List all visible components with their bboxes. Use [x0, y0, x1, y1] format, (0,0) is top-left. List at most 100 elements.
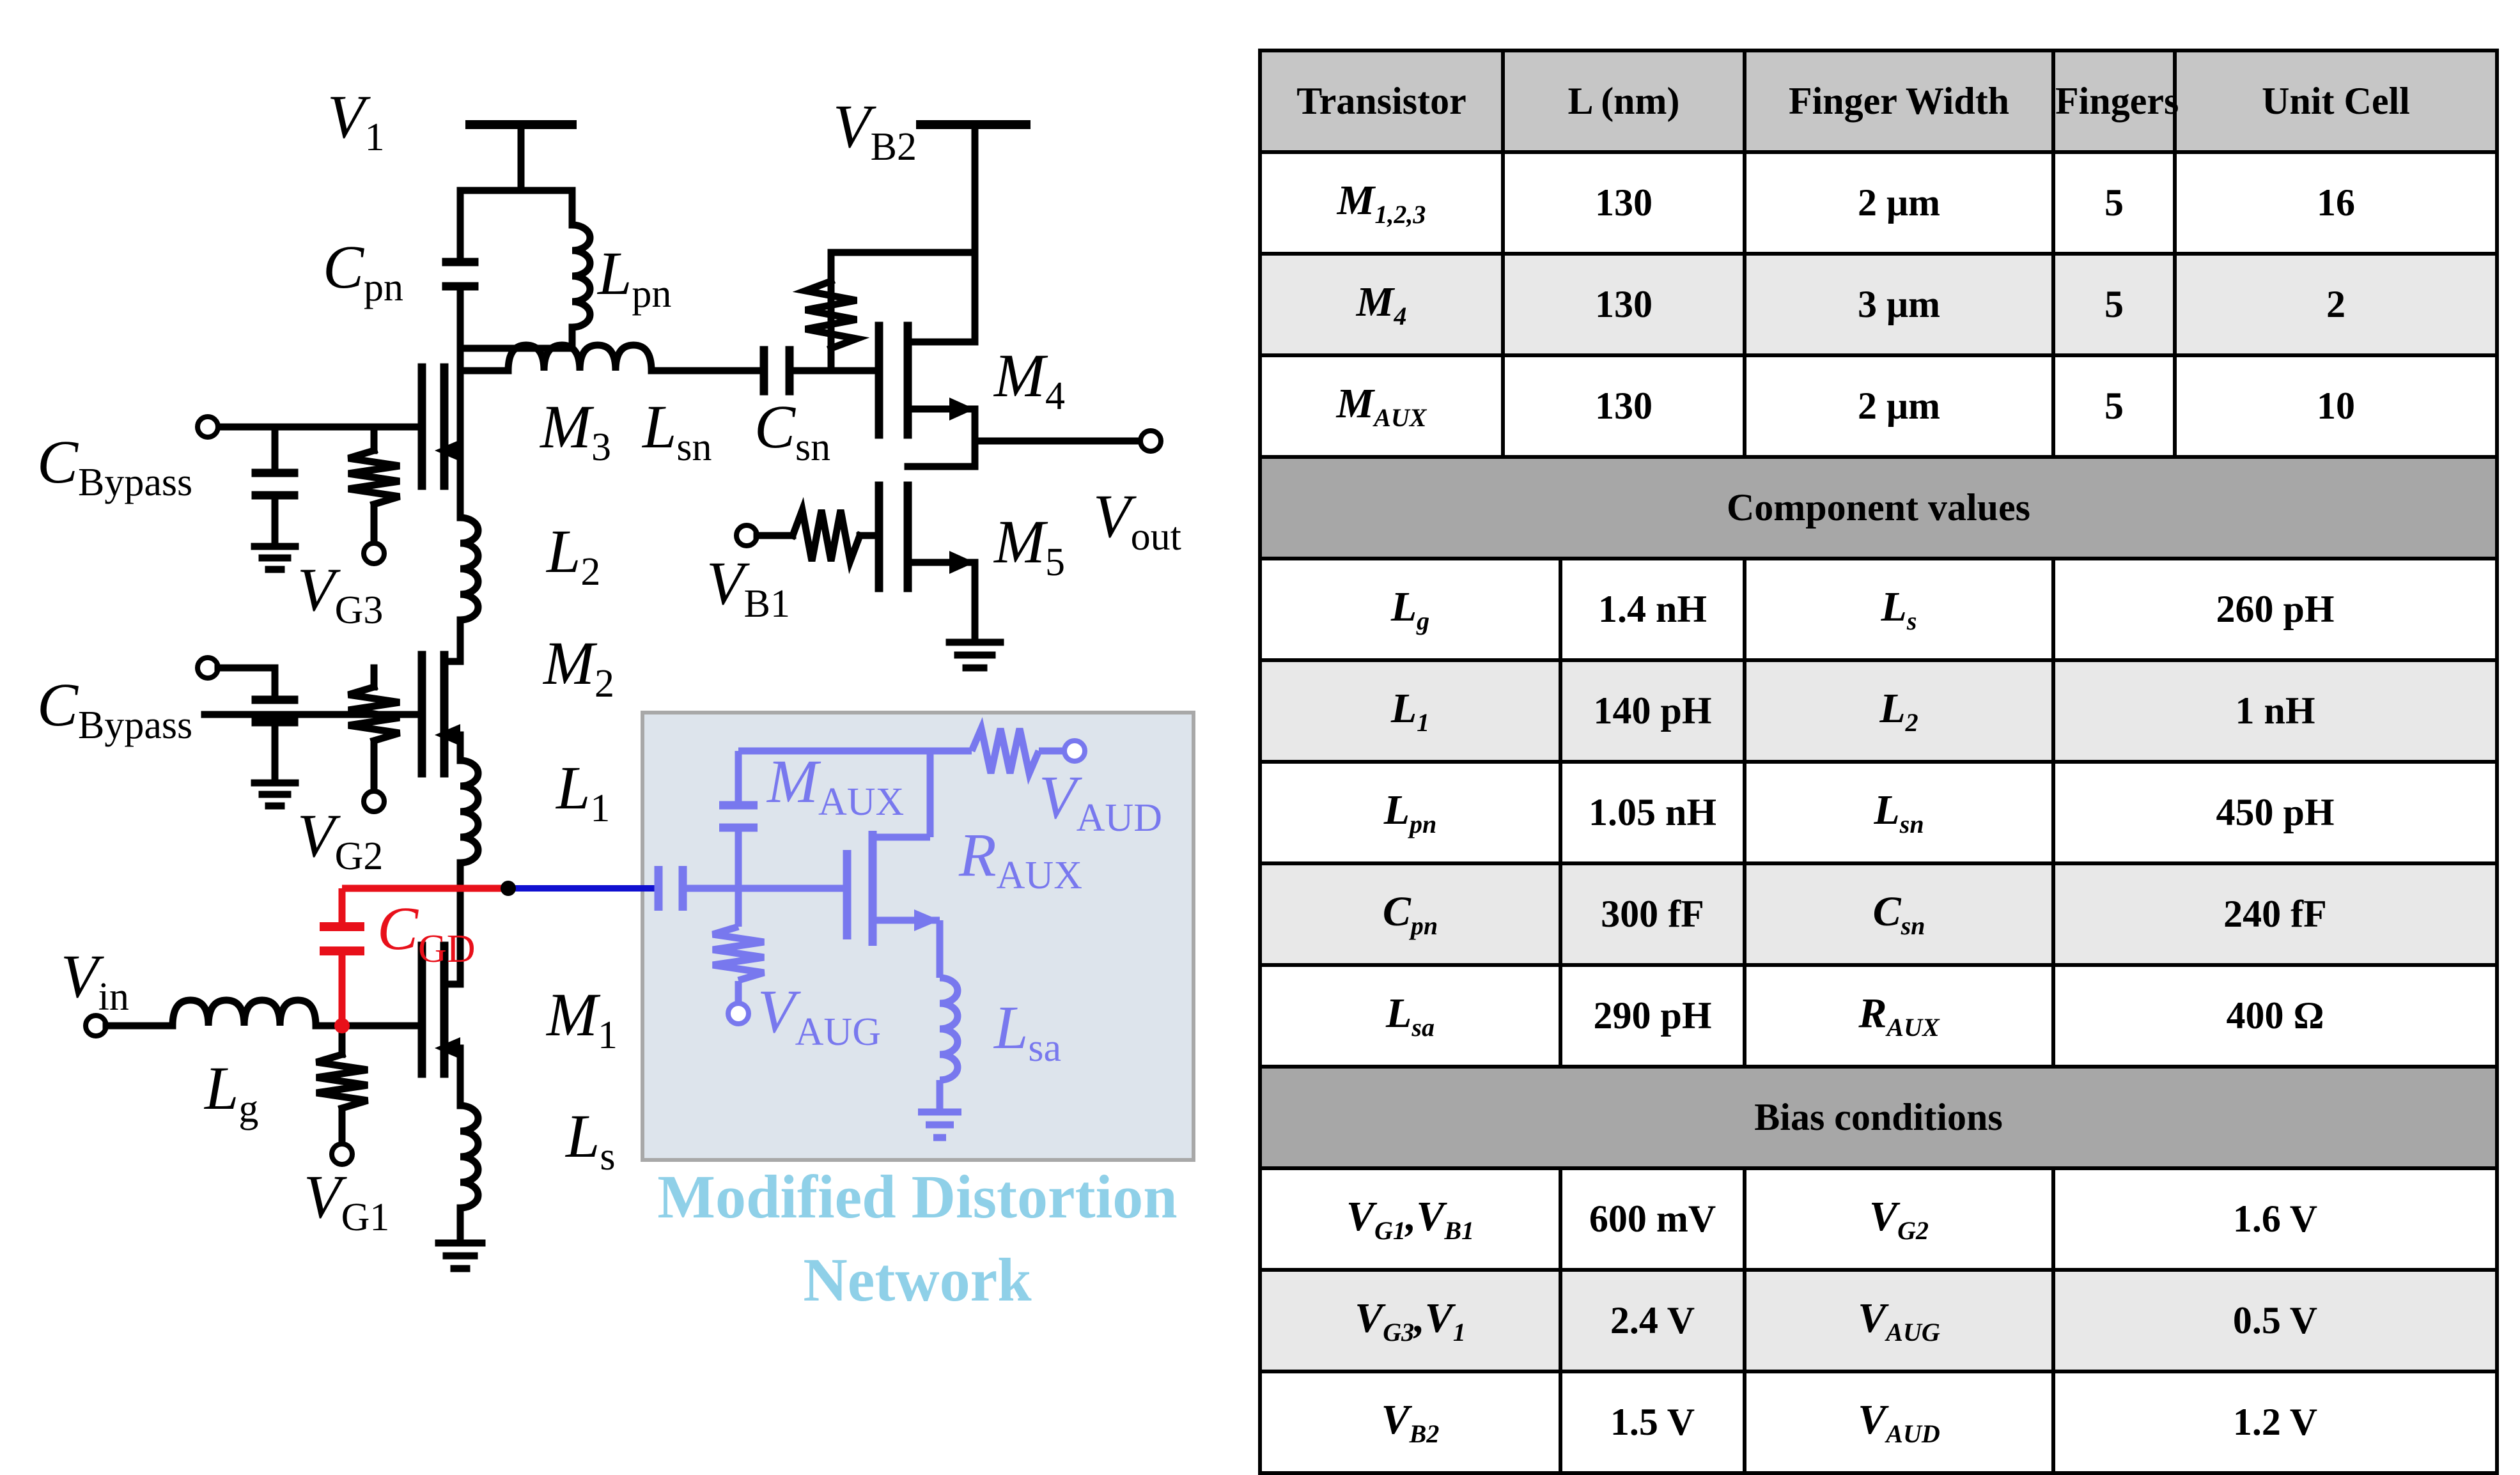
- transistor-row: M4 130 3 μm 5 2: [1258, 252, 2499, 357]
- header-cell: Unit Cell: [2173, 49, 2499, 154]
- component-symbol: Lpn: [1258, 760, 1562, 865]
- transistor-header-row: Transistor L (nm) Finger Width Fingers U…: [1258, 49, 2499, 154]
- vaug-label: VAUG: [758, 977, 881, 1054]
- l2-label: L2: [545, 517, 600, 594]
- transistor-length: 130: [1501, 252, 1746, 357]
- header-cell: Fingers: [2051, 49, 2179, 154]
- network-caption-line-1: Modified Distortion: [657, 1162, 1177, 1231]
- vg3-label: VG3: [297, 555, 383, 632]
- lsn-label: Lsn: [641, 392, 712, 469]
- transistor-length: 130: [1501, 150, 1746, 256]
- bias-symbol: VG3,V1: [1258, 1268, 1562, 1373]
- component-symbol: Cpn: [1258, 861, 1562, 967]
- component-symbol: Csn: [1743, 861, 2055, 967]
- vaud-label: VAUD: [1039, 763, 1162, 840]
- bias-value: 2.4 V: [1559, 1268, 1746, 1373]
- vg1-label: VG1: [304, 1162, 389, 1239]
- cgd-label: CGD: [377, 894, 476, 971]
- spec-table: Transistor L (nm) Finger Width Fingers U…: [1258, 49, 2499, 1475]
- bias-section-row: Bias conditions: [1258, 1065, 2499, 1170]
- component-value: 260 pH: [2051, 557, 2499, 662]
- transistor-name: MAUX: [1258, 353, 1505, 459]
- component-row: Lpn 1.05 nH Lsn 450 pH: [1258, 760, 2499, 865]
- m4-label: M4: [993, 341, 1065, 418]
- m2-label: M2: [542, 629, 614, 706]
- transistor-unit-cell: 16: [2173, 150, 2499, 256]
- component-row: L1 140 pH L2 1 nH: [1258, 658, 2499, 764]
- m3-label: M3: [539, 392, 611, 469]
- transistor-unit-cell: 10: [2173, 353, 2499, 459]
- header-cell: Finger Width: [1743, 49, 2055, 154]
- lpn-label: Lpn: [596, 239, 671, 316]
- maux-label: MAUX: [766, 747, 904, 824]
- transistor-fingers: 5: [2051, 150, 2177, 256]
- transistor-width: 3 μm: [1743, 252, 2055, 357]
- bias-row: VG3,V1 2.4 V VAUG 0.5 V: [1258, 1268, 2499, 1373]
- component-symbol: Lsn: [1743, 760, 2055, 865]
- m1-label: M1: [545, 980, 618, 1057]
- component-symbol: Lg: [1258, 557, 1562, 662]
- lna-schematic: V1 VB2 Cpn Lpn M4 M3 Lsn Csn CBypass L2 …: [37, 82, 1195, 1314]
- component-value: 1.05 nH: [1559, 760, 1746, 865]
- component-value: 240 fF: [2051, 861, 2499, 967]
- vout-label: Vout: [1093, 482, 1181, 559]
- transistor-row: M1,2,3 130 2 μm 5 16: [1258, 150, 2499, 256]
- lsa-label: Lsa: [993, 993, 1061, 1070]
- bias-value: 1.5 V: [1559, 1370, 1746, 1475]
- transistor-row: MAUX 130 2 μm 5 10: [1258, 353, 2499, 459]
- component-row: Cpn 300 fF Csn 240 fF: [1258, 861, 2499, 967]
- bias-value: 1.6 V: [2051, 1166, 2499, 1272]
- vin-label: Vin: [61, 942, 129, 1019]
- component-value: 300 fF: [1559, 861, 1746, 967]
- component-value: 450 pH: [2051, 760, 2499, 865]
- transistor-unit-cell: 2: [2173, 252, 2499, 357]
- cpn-label: Cpn: [323, 233, 403, 309]
- bias-value: 600 mV: [1559, 1166, 1746, 1272]
- vg2-label: VG2: [297, 801, 383, 878]
- transistor-width: 2 μm: [1743, 150, 2055, 256]
- bias-symbol: VG2: [1743, 1166, 2055, 1272]
- bias-row: VB2 1.5 V VAUD 1.2 V: [1258, 1370, 2499, 1475]
- transistor-fingers: 5: [2051, 353, 2177, 459]
- network-caption-line-2: Network: [803, 1246, 1032, 1314]
- v1-label: V1: [327, 82, 385, 159]
- cgd-feedback-path: [320, 884, 508, 1033]
- raux-label: RAUX: [958, 821, 1082, 897]
- vb1-label: VB1: [706, 549, 790, 626]
- component-symbol: RAUX: [1743, 963, 2055, 1069]
- aux-network: [654, 716, 1087, 1141]
- transistor-fingers: 5: [2051, 252, 2177, 357]
- component-row: Lg 1.4 nH Ls 260 pH: [1258, 557, 2499, 662]
- header-cell: L (nm): [1501, 49, 1746, 154]
- transistor-length: 130: [1501, 353, 1746, 459]
- component-value: 290 pH: [1559, 963, 1746, 1069]
- component-symbol: L2: [1743, 658, 2055, 764]
- vb2-label: VB2: [833, 92, 917, 169]
- bias-symbol: VB2: [1258, 1370, 1562, 1475]
- components-section-title: Component values: [1258, 455, 2499, 560]
- lg-label: Lg: [203, 1054, 258, 1131]
- bias-symbol: VAUD: [1743, 1370, 2055, 1475]
- component-row: Lsa 290 pH RAUX 400 Ω: [1258, 963, 2499, 1069]
- component-symbol: Lsa: [1258, 963, 1562, 1069]
- bias-value: 0.5 V: [2051, 1268, 2499, 1373]
- component-value: 400 Ω: [2051, 963, 2499, 1069]
- header-cell: Transistor: [1258, 49, 1505, 154]
- csn-label: Csn: [754, 392, 830, 469]
- component-symbol: Ls: [1743, 557, 2055, 662]
- cbypass-label-1: CBypass: [37, 428, 192, 504]
- transistor-width: 2 μm: [1743, 353, 2055, 459]
- transistor-name: M4: [1258, 252, 1505, 357]
- components-section-row: Component values: [1258, 455, 2499, 560]
- cbypass-label-2: CBypass: [37, 670, 192, 747]
- bias-symbol: VAUG: [1743, 1268, 2055, 1373]
- l1-label: L1: [555, 753, 610, 830]
- component-value: 140 pH: [1559, 658, 1746, 764]
- transistor-name: M1,2,3: [1258, 150, 1505, 256]
- component-value: 1 nH: [2051, 658, 2499, 764]
- ls-label: Ls: [564, 1102, 616, 1178]
- bias-section-title: Bias conditions: [1258, 1065, 2499, 1170]
- component-symbol: L1: [1258, 658, 1562, 764]
- bias-symbol: VG1,VB1: [1258, 1166, 1562, 1272]
- bias-value: 1.2 V: [2051, 1370, 2499, 1475]
